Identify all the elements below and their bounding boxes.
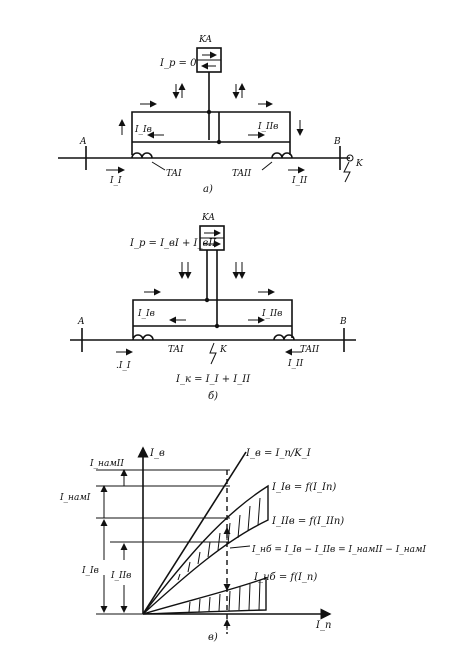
sec-current-left-a: I_Iв (134, 125, 152, 135)
bus-label-left-b: A (77, 317, 85, 327)
curve-label-2: I_IIв = f(I_IIп) (271, 516, 344, 527)
fault-current-b: I_к = I_I + I_II (175, 374, 251, 385)
current-arrows-a (118, 83, 304, 139)
ct-label-left-a: TAI (166, 169, 182, 179)
graph-c: I_в I_п I_в = I_п/K_I I_Iв = f(I_Iп) I_I… (59, 446, 427, 643)
ct-leader-left-a (151, 161, 166, 171)
fault-bolt-b (209, 342, 217, 365)
secondary-loop-a (131, 111, 291, 155)
scheme-a: KA I_p = 0 A B K (58, 35, 364, 195)
fault-label-a: K (355, 159, 364, 169)
dim-label-nam1: I_намI (59, 493, 91, 503)
secondary-loop-b (132, 299, 293, 338)
ct-coil-right-b (273, 334, 295, 341)
sec-current-right-a: I_IIв (257, 122, 278, 132)
relay-label-a: KA (198, 35, 212, 45)
curve-label-1: I_Iв = f(I_Iп) (271, 482, 336, 493)
bus-label-left-a: A (79, 137, 87, 147)
dim-label-nam2: I_намII (89, 459, 124, 469)
relay-current-a: I_p = 0 (159, 58, 197, 69)
dim-label-i1: I_Iв (81, 566, 99, 576)
scheme-b: KA I_p = I_вI + I_вII A B TAI TAII I_Iв … (70, 213, 356, 402)
prim-current-right-a: I_II (291, 176, 308, 186)
y-axis-label: I_в (149, 448, 165, 459)
relay-current-b: I_p = I_вI + I_вII (129, 238, 217, 249)
fault-label-b: K (219, 345, 228, 355)
fault-bolt-a (343, 161, 351, 183)
ct-coil-right-a (271, 152, 293, 159)
sec-current-left-b: I_Iв (137, 309, 155, 319)
ideal-line (142, 451, 247, 615)
lower-band-hatch (188, 579, 261, 613)
ct-label-right-a: TAII (232, 169, 252, 179)
prim-current-left-b: .I_I (116, 361, 131, 371)
caption-b: б) (208, 391, 218, 402)
bus-label-right-a: B (333, 137, 341, 147)
ct-coil-left-b (132, 334, 154, 341)
relay-label-b: KA (201, 213, 215, 223)
ideal-line-label: I_в = I_п/K_I (245, 448, 312, 459)
prim-current-right-b: I_II (287, 359, 304, 369)
diff-leader (229, 545, 251, 549)
curve-label-lower: I_нб = f(I_п) (253, 572, 317, 583)
x-axis-label: I_п (315, 620, 331, 631)
current-arrows-b (144, 262, 275, 324)
ct-label-left-b: TAI (168, 345, 184, 355)
caption-c: в) (208, 632, 218, 643)
ct-coil-left-a (131, 152, 153, 159)
caption-a: a) (203, 184, 213, 195)
bus-label-right-b: B (339, 317, 347, 327)
ct-label-right-b: TAII (300, 345, 320, 355)
lower-band-fill (142, 577, 267, 615)
dim-label-i2: I_IIв (110, 571, 131, 581)
sec-current-right-b: I_IIв (261, 309, 282, 319)
upper-band-fill (142, 484, 269, 615)
difference-eq: I_нб = I_Iв − I_IIв = I_намII − I_намI (251, 544, 427, 555)
reference-lines (96, 469, 230, 615)
ct-leader-right-a (261, 161, 273, 171)
prim-current-left-a: I_I (109, 176, 122, 186)
fault-point-a (346, 154, 354, 162)
